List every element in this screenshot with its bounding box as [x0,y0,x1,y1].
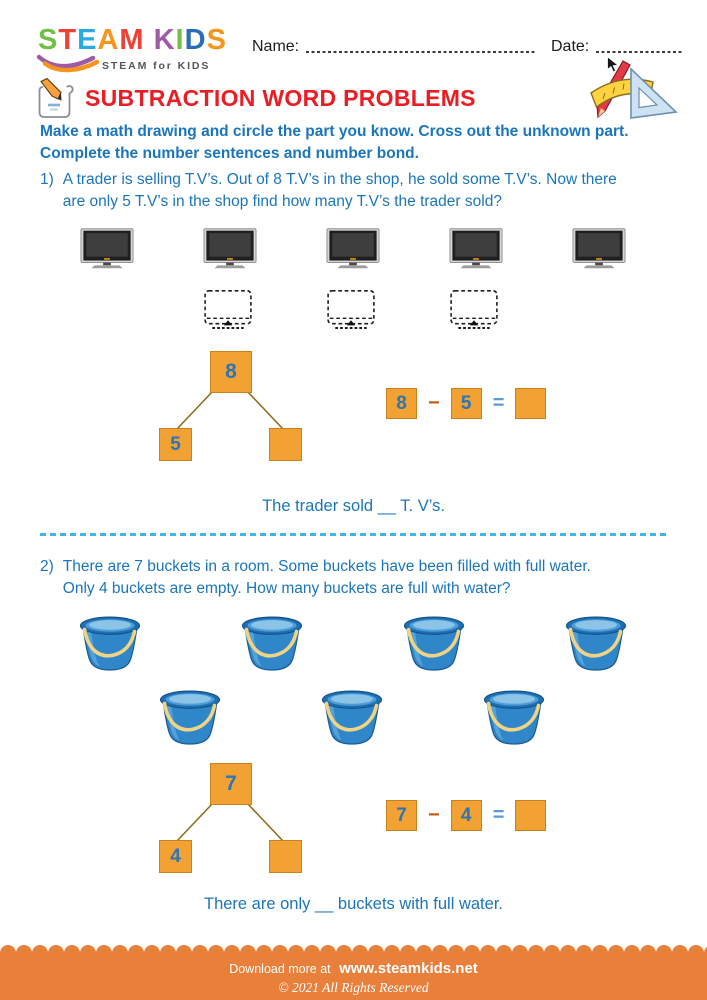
problem-2-answer-line: There are only __ buckets with full wate… [204,895,503,913]
bond-2-whole-box: 7 [210,763,252,805]
steam-kids-logo: STEAM KIDS [38,24,227,57]
sentence-1-subtrahend-box: 5 [450,388,482,419]
bucket-icon [320,688,384,749]
bucket-icon [482,688,546,749]
number-sentence-2: 7 − 4 = [386,800,547,831]
logo-swoosh-icon [36,54,100,74]
sentence-2-subtrahend-box: 4 [450,800,482,831]
tv-row-dashed [204,288,498,332]
problem-2-statement: There are 7 buckets in a room. Some buck… [62,558,591,597]
footer-site-url[interactable]: www.steamkids.net [339,960,478,977]
name-label: Name: [252,38,300,55]
logo-word-kids: KIDS [153,24,227,56]
page-title: SUBTRACTION WORD PROBLEMS [85,85,476,111]
number-bond-2: 7 4 [150,763,310,873]
bond-lines [176,802,284,842]
date-field: Date: [551,38,685,56]
footer-download-line: Download more at www.steamkids.net [0,960,707,977]
bucket-icon [240,614,304,675]
footer: Download more at www.steamkids.net © 202… [0,945,707,1000]
tv-icon [449,228,503,269]
tv-icon [203,228,257,269]
minus-sign: − [428,804,440,826]
problem-1-answer-line: The trader sold __ T. V’s. [262,497,445,515]
instructions: Make a math drawing and circle the part … [40,123,629,162]
footer-download-prefix: Download more at [229,962,331,976]
bucket-row-1 [78,614,628,675]
tv-icon [572,228,626,269]
section-divider [40,533,667,536]
bond-1-whole-box: 8 [210,351,252,393]
tv-icon [326,228,380,269]
tv-dashed-icon [450,288,498,332]
bucket-icon [402,614,466,675]
equals-sign: = [492,392,505,414]
bucket-row-2 [158,688,546,749]
bond-1-part-right-box[interactable] [269,428,302,461]
number-sentence-1: 8 − 5 = [386,388,547,419]
problem-2-number: 2) [40,558,54,575]
tv-icon [80,228,134,269]
sentence-1-result-box[interactable] [515,388,547,419]
minus-sign: − [428,392,440,414]
problem-1-text: 1) A trader is selling T.V’s. Out of 8 T… [40,169,688,212]
logo-word-steam: STEAM [38,24,145,56]
name-fill-line[interactable] [306,51,537,53]
sentence-2-result-box[interactable] [515,800,547,831]
bond-lines [176,390,284,430]
logo-tagline: STEAM for KIDS [102,60,211,72]
bucket-icon [78,614,142,675]
number-bond-1: 8 5 [150,351,310,461]
date-fill-line[interactable] [596,51,685,53]
tv-dashed-icon [204,288,252,332]
problem-1-statement: A trader is selling T.V’s. Out of 8 T.V’… [62,171,617,210]
bond-2-part-right-box[interactable] [269,840,302,873]
ruler-set-square-icon [589,57,679,123]
sentence-1-minuend-box: 8 [386,388,417,419]
footer-copyright: © 2021 All Rights Reserved [278,980,429,995]
sentence-2-minuend-box: 7 [386,800,417,831]
bucket-icon [158,688,222,749]
problem-2-text: 2) There are 7 buckets in a room. Some b… [40,556,688,599]
bond-2-part-left-box: 4 [159,840,192,873]
tv-dashed-icon [327,288,375,332]
date-label: Date: [551,38,590,55]
problem-1-number: 1) [40,171,54,188]
bucket-icon [564,614,628,675]
equals-sign: = [492,804,505,826]
name-field: Name: [252,38,537,56]
pencil-paper-icon [34,78,78,120]
tv-row-solid [80,228,626,269]
bond-1-part-left-box: 5 [159,428,192,461]
